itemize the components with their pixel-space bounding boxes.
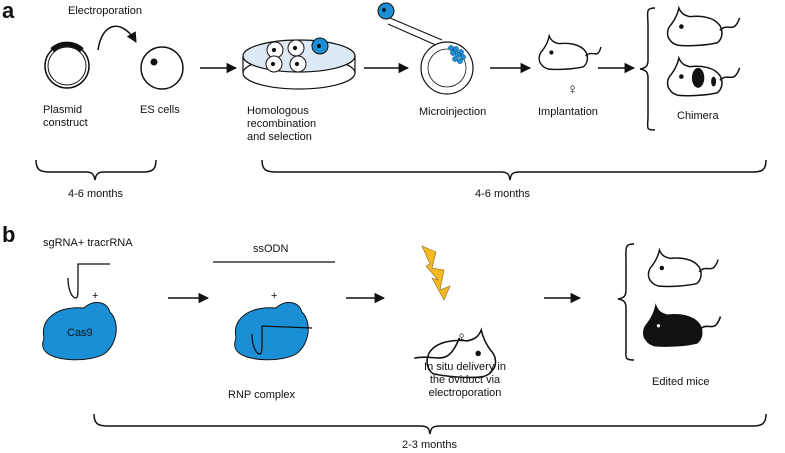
delivery-mouse-icon <box>414 329 497 379</box>
ssodn-label: ssODN <box>253 243 289 255</box>
cas9-label: Cas9 <box>67 327 93 339</box>
plus-1: + <box>92 290 99 302</box>
plasmid-label: Plasmid construct <box>43 104 88 129</box>
sgrna-label: sgRNA+ tracrRNA <box>43 237 133 249</box>
brace-b <box>93 413 767 435</box>
panel-label-b: b <box>2 222 16 247</box>
cas9-icon <box>42 302 117 361</box>
es-cell-icon <box>140 46 184 90</box>
duration-right-label: 4-6 months <box>475 188 531 200</box>
rnp-label: RNP complex <box>228 389 296 401</box>
sgrna-icon <box>67 263 110 299</box>
edited-brace <box>617 243 635 361</box>
implantation-mouse-icon <box>538 35 602 71</box>
female-symbol-b: ♀ <box>456 329 468 346</box>
es-cells-label: ES cells <box>140 104 180 116</box>
petri-dish-icon <box>242 37 356 90</box>
chimera-brace <box>639 7 656 131</box>
lightning-bolt-icon <box>421 245 451 301</box>
electroporation-arrow <box>97 25 137 51</box>
implantation-label: Implantation <box>538 106 598 118</box>
electroporation-label: Electroporation <box>68 5 142 17</box>
chimera-mouse-bottom-icon <box>666 57 741 97</box>
chimera-mouse-top-icon <box>666 7 741 47</box>
edited-mice-label: Edited mice <box>652 376 710 388</box>
duration-b-label: 2-3 months <box>402 439 458 451</box>
microinjection-icon <box>377 2 474 95</box>
brace-right-a <box>261 159 767 181</box>
brace-left-a <box>35 159 157 181</box>
plus-2: + <box>271 290 278 302</box>
rnp-complex-icon <box>234 302 313 361</box>
female-symbol-a: ♀ <box>567 81 579 98</box>
homologous-label: Homologous recombination and selection <box>247 105 317 143</box>
chimera-label: Chimera <box>677 110 719 122</box>
microinjection-label: Microinjection <box>419 106 487 118</box>
edited-mouse-black-icon <box>642 305 722 347</box>
plasmid-icon <box>44 41 90 89</box>
edited-mouse-white-icon <box>647 249 719 288</box>
panel-label-a: a <box>2 0 15 23</box>
duration-left-label: 4-6 months <box>68 188 124 200</box>
delivery-label: In situ delivery in the oviduct via elec… <box>424 361 506 399</box>
